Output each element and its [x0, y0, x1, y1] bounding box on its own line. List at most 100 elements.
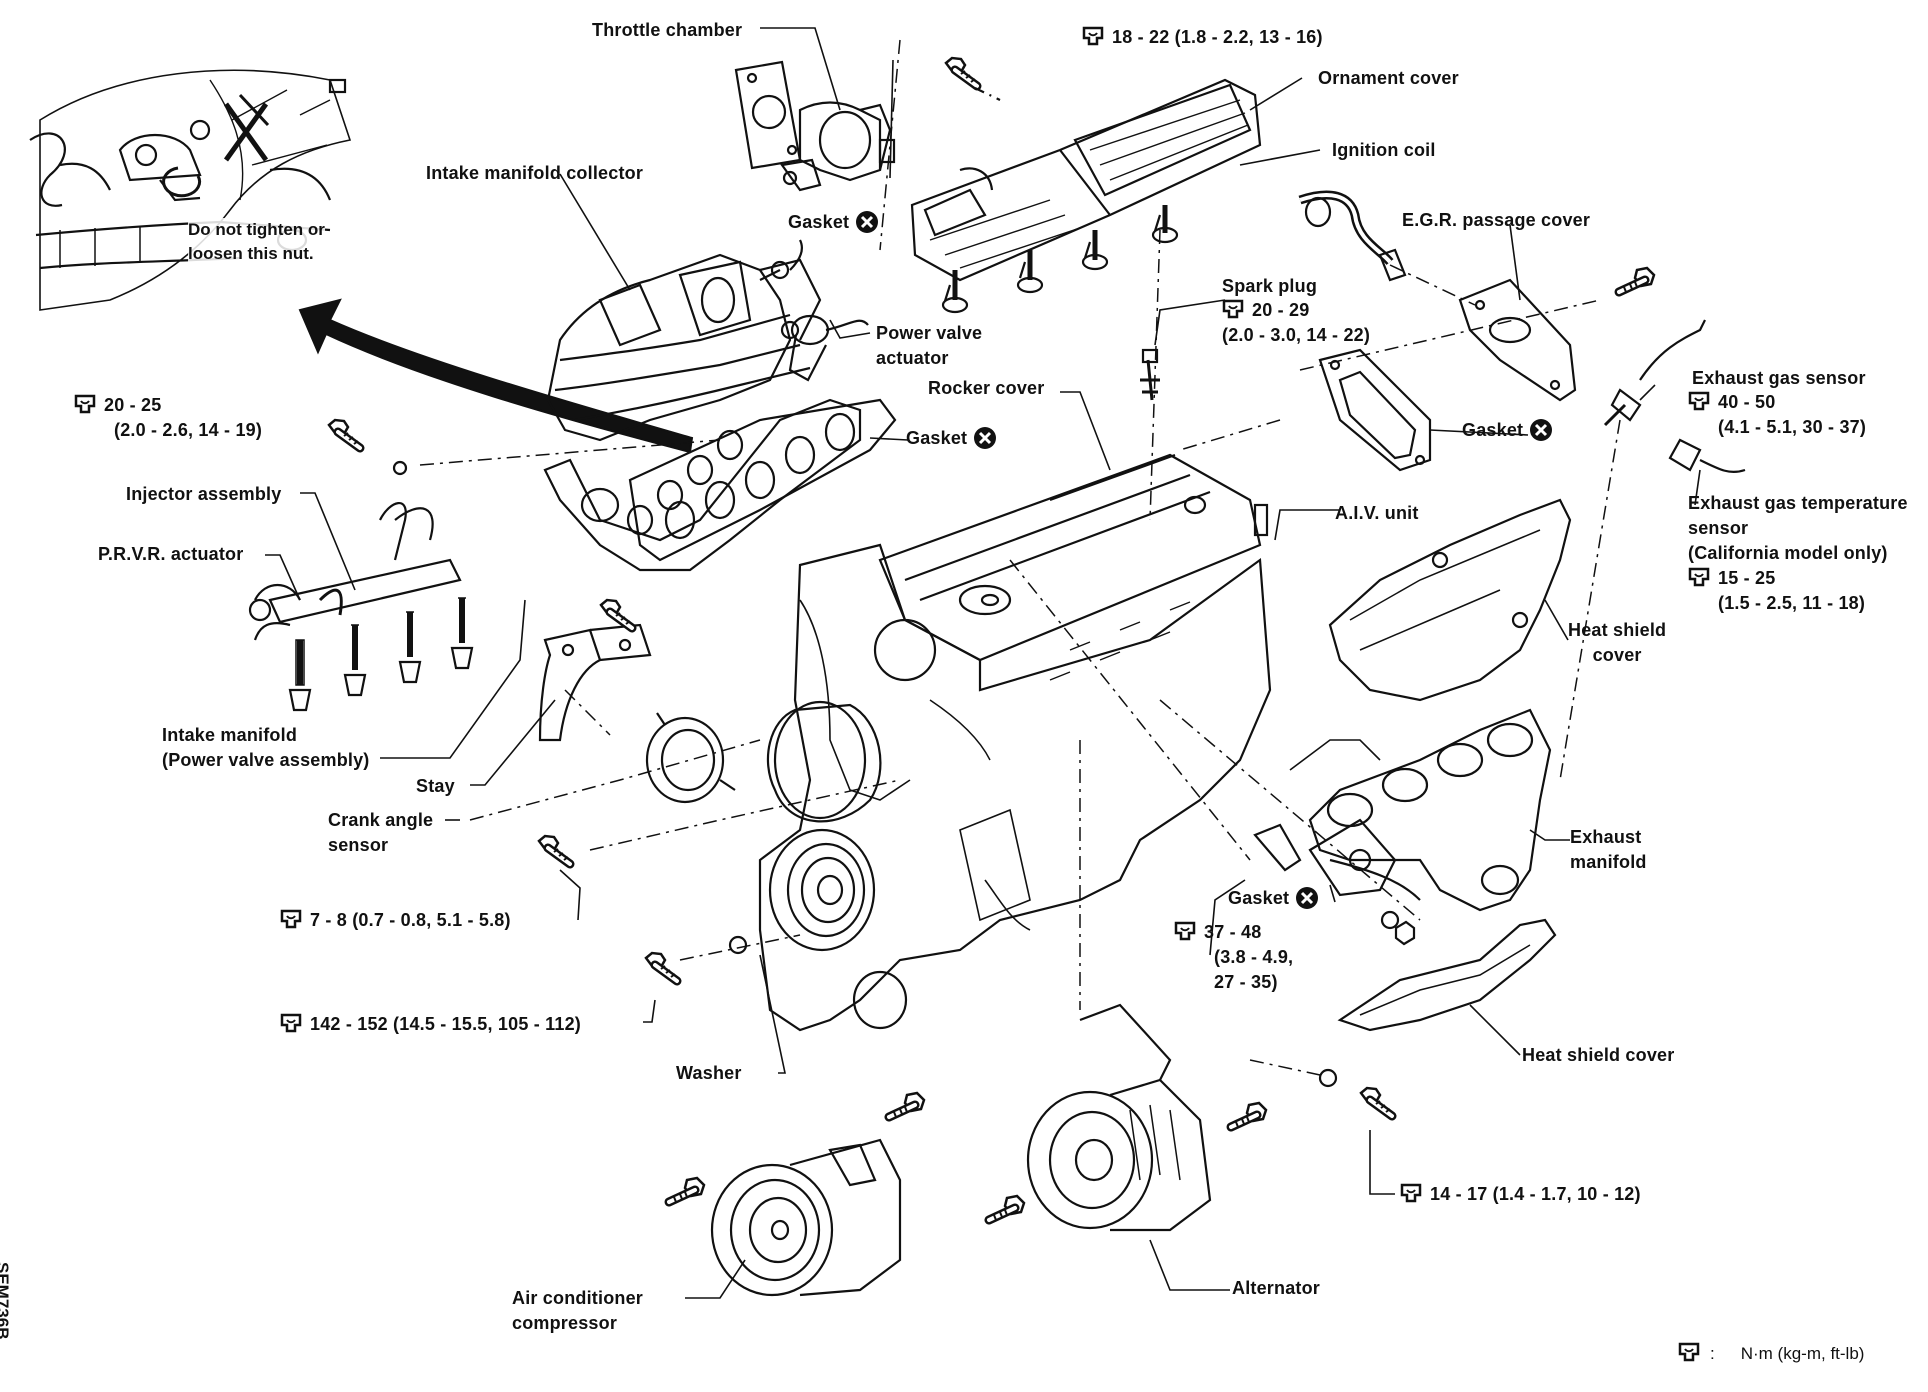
label-line-2: cover: [1592, 645, 1642, 665]
label-air-conditioner-compressor: Air conditioner compressor: [512, 1286, 643, 1336]
torque-value: 7 - 8 (0.7 - 0.8, 5.1 - 5.8): [310, 910, 511, 930]
torque-wrench-icon: [1082, 26, 1104, 46]
torque-spark-plug: 20 - 29 (2.0 - 3.0, 14 - 22): [1222, 298, 1370, 348]
torque-value: 20 - 29: [1252, 300, 1310, 320]
label-heat-shield-cover-lower: Heat shield cover: [1522, 1045, 1675, 1065]
torque-value-detail: (1.5 - 2.5, 11 - 18): [1718, 593, 1866, 613]
label-ignition-coil: Ignition coil: [1332, 140, 1436, 160]
label-line-3: (California model only): [1688, 543, 1888, 563]
exhaust-manifold-drawing: [1289, 708, 1552, 912]
torque-throttle-bolt: 18 - 22 (1.8 - 2.2, 13 - 16): [1082, 25, 1323, 50]
label-line-2: (Power valve assembly): [162, 750, 370, 770]
label-line-1: Exhaust gas temperature: [1688, 493, 1908, 513]
gasket-label-text: Gasket: [1462, 420, 1524, 440]
label-line-2: compressor: [512, 1313, 618, 1333]
replace-gasket-icon: [973, 426, 997, 450]
torque-wrench-icon: [1174, 921, 1196, 941]
gasket-label-text: Gasket: [788, 212, 850, 232]
label-line-2: sensor: [1688, 518, 1749, 538]
torque-crank-pulley-bolt: 142 - 152 (14.5 - 15.5, 105 - 112): [280, 1012, 581, 1037]
alternator-drawing: [1026, 1003, 1212, 1232]
inset-note-line-2: loosen this nut.: [188, 244, 314, 263]
label-line-1: Air conditioner: [512, 1288, 644, 1308]
exhaust-gasket-drawing: [1253, 818, 1397, 897]
label-stay: Stay: [416, 776, 455, 796]
torque-value: 15 - 25: [1718, 568, 1776, 588]
label-rocker-cover: Rocker cover: [928, 378, 1045, 398]
torque-exhaust-manifold-nut: 37 - 48 (3.8 - 4.9, 27 - 35): [1174, 920, 1293, 995]
torque-wrench-icon: [1678, 1342, 1700, 1362]
injector-assembly-drawing: [248, 502, 474, 712]
torque-wrench-icon: [1400, 1183, 1422, 1203]
figure-code: SEM736B: [0, 1262, 12, 1340]
rocker-cover-drawing: [878, 453, 1269, 662]
replace-gasket-icon: [855, 210, 879, 234]
label-injector-assembly: Injector assembly: [126, 484, 282, 504]
torque-wrench-icon: [1688, 567, 1710, 587]
label-power-valve-actuator: Power valve actuator: [876, 321, 982, 371]
torque-wrench-icon: [280, 1013, 302, 1033]
label-aiv-unit: A.I.V. unit: [1335, 503, 1419, 523]
torque-value-detail: (4.1 - 5.1, 30 - 37): [1718, 417, 1867, 437]
torque-intake-bolt: 20 - 25 (2.0 - 2.6, 14 - 19): [74, 393, 262, 443]
torque-value: 142 - 152 (14.5 - 15.5, 105 - 112): [310, 1014, 581, 1034]
throttle-chamber-drawing: [734, 60, 896, 192]
label-crank-angle-sensor: Crank angle sensor: [328, 808, 433, 858]
label-exhaust-manifold: Exhaust manifold: [1570, 825, 1647, 875]
label-gasket-intake: Gasket: [906, 426, 997, 451]
ignition-coil-drawing: [941, 205, 1179, 314]
heat-shield-upper-drawing: [1328, 498, 1572, 702]
torque-wrench-icon: [1222, 299, 1244, 319]
legend-colon: :: [1710, 1344, 1715, 1363]
torque-legend: : N·m (kg-m, ft-lb): [1678, 1342, 1864, 1364]
intake-gasket-drawing: [628, 398, 897, 562]
exhaust-temp-sensor-drawing: [1668, 438, 1746, 474]
heat-shield-lower-drawing: [1337, 918, 1557, 1032]
inset-detail: [29, 69, 352, 311]
label-heat-shield-cover-upper: Heat shield cover: [1568, 618, 1666, 668]
egr-gasket-drawing: [1318, 348, 1432, 472]
label-line-2: manifold: [1570, 852, 1647, 872]
torque-exhaust-gas-sensor: 40 - 50 (4.1 - 5.1, 30 - 37): [1688, 390, 1866, 440]
inset-note: Do not tighten or loosen this nut.: [188, 218, 325, 266]
label-washer: Washer: [676, 1063, 742, 1083]
label-gasket-exhaust: Gasket: [1228, 886, 1319, 911]
label-line-1: Crank angle: [328, 810, 434, 830]
label-throttle-chamber: Throttle chamber: [592, 20, 743, 40]
torque-wrench-icon: [280, 909, 302, 929]
ornament-cover-drawing: [910, 78, 1262, 282]
label-alternator: Alternator: [1232, 1278, 1321, 1298]
crank-angle-sensor-drawing: [645, 712, 736, 804]
timing-cover-drawing: [766, 700, 908, 1030]
replace-gasket-icon: [1295, 886, 1319, 910]
torque-value: 40 - 50: [1718, 392, 1776, 412]
label-line-2: actuator: [876, 348, 949, 368]
torque-value: 20 - 25: [104, 395, 162, 415]
label-intake-manifold-collector: Intake manifold collector: [426, 163, 644, 183]
label-gasket-egr: Gasket: [1462, 418, 1553, 443]
label-intake-manifold: Intake manifold (Power valve assembly): [162, 723, 370, 773]
torque-value-detail-2: 27 - 35): [1214, 972, 1278, 992]
label-line-1: Power valve: [876, 323, 983, 343]
label-egr-passage-cover: E.G.R. passage cover: [1402, 210, 1591, 230]
label-gasket-throttle: Gasket: [788, 210, 879, 235]
ac-compressor-drawing: [710, 1138, 902, 1297]
torque-exhaust-gas-temperature-sensor: 15 - 25 (1.5 - 2.5, 11 - 18): [1688, 566, 1865, 616]
label-spark-plug: Spark plug: [1222, 276, 1318, 296]
torque-value: 37 - 48: [1204, 922, 1262, 942]
torque-value-detail: (2.0 - 2.6, 14 - 19): [114, 420, 263, 440]
spark-plug-drawing: [1140, 348, 1160, 401]
torque-crank-angle-sensor: 7 - 8 (0.7 - 0.8, 5.1 - 5.8): [280, 908, 511, 933]
torque-value: 14 - 17 (1.4 - 1.7, 10 - 12): [1430, 1184, 1641, 1204]
torque-alternator-bolt: 14 - 17 (1.4 - 1.7, 10 - 12): [1400, 1182, 1641, 1207]
torque-value-detail: (3.8 - 4.9,: [1214, 947, 1294, 967]
torque-wrench-icon: [74, 394, 96, 414]
label-exhaust-gas-sensor: Exhaust gas sensor: [1692, 368, 1866, 388]
gasket-label-text: Gasket: [1228, 888, 1290, 908]
label-ornament-cover: Ornament cover: [1318, 68, 1459, 88]
replace-gasket-icon: [1529, 418, 1553, 442]
inset-note-line-1: Do not tighten or: [188, 220, 325, 239]
torque-value-detail: (2.0 - 3.0, 14 - 22): [1222, 325, 1371, 345]
legend-unit: N·m (kg-m, ft-lb): [1740, 1344, 1865, 1363]
power-valve-actuator-drawing: [788, 314, 869, 382]
